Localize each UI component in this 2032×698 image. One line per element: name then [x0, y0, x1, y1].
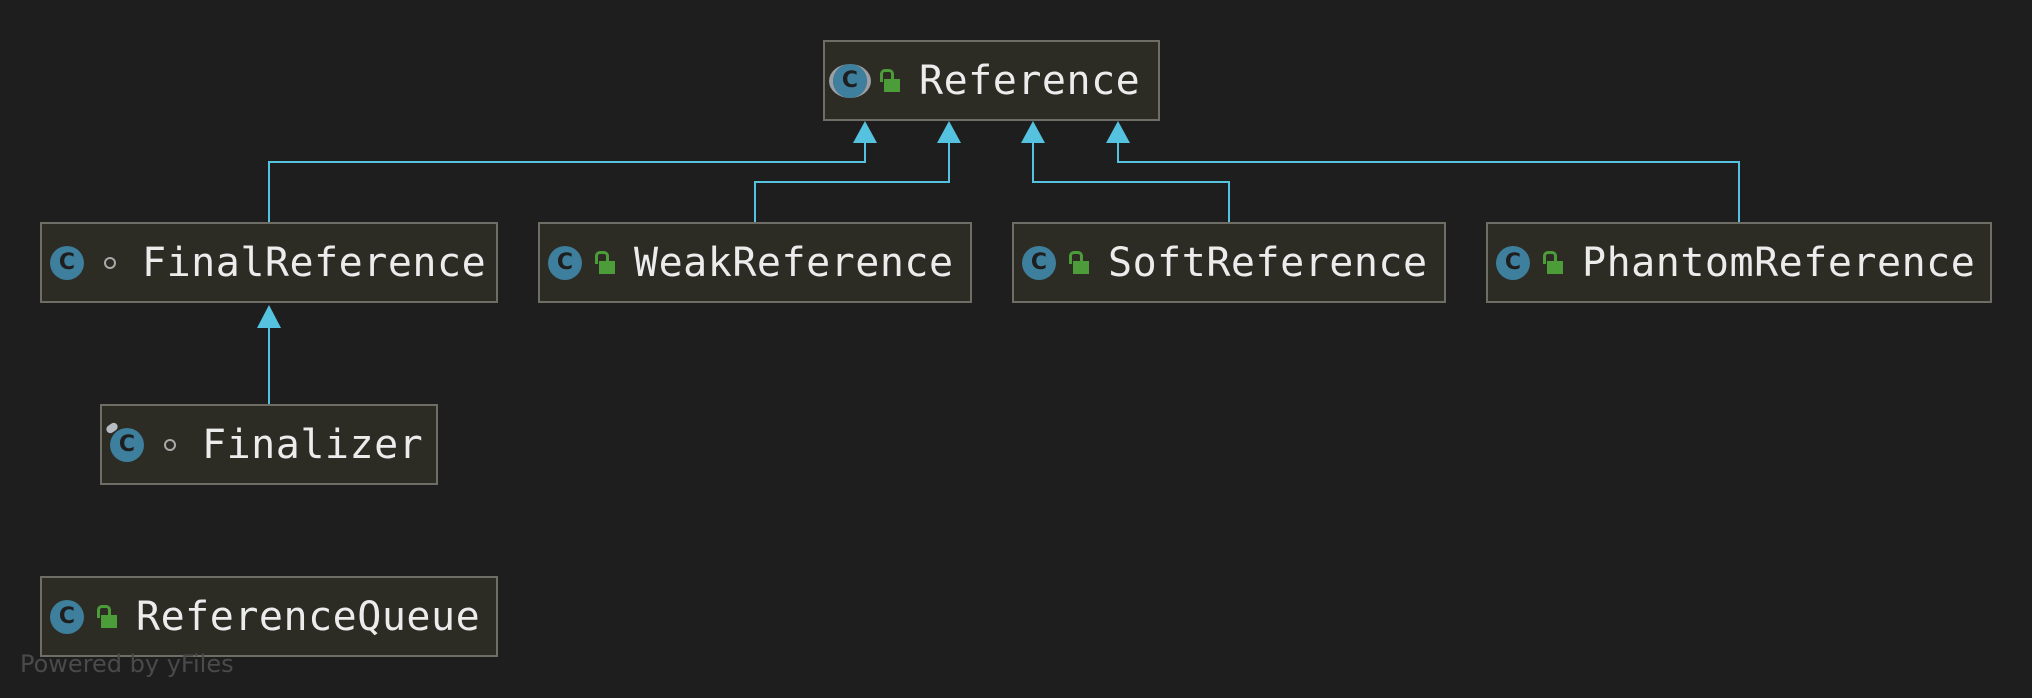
- final-class-icon: C: [110, 427, 144, 462]
- edge-softreference-reference: [1032, 142, 1230, 222]
- node-softreference[interactable]: C SoftReference: [1012, 222, 1446, 303]
- class-icon: C: [1022, 245, 1056, 280]
- node-label: ReferenceQueue: [136, 593, 481, 640]
- node-phantomreference[interactable]: C PhantomReference: [1486, 222, 1992, 303]
- arrowhead-weakreference: [937, 121, 961, 143]
- package-private-icon: [104, 256, 116, 269]
- node-weakreference[interactable]: C WeakReference: [538, 222, 972, 303]
- node-finalreference[interactable]: C FinalReference: [40, 222, 498, 303]
- watermark-text: Powered by yFiles: [20, 650, 234, 678]
- arrowhead-finalizer: [257, 305, 281, 328]
- public-lock-icon: [96, 604, 118, 629]
- node-label: Reference: [919, 57, 1141, 104]
- node-label: WeakReference: [634, 239, 954, 286]
- public-lock-icon: [879, 68, 901, 93]
- edge-weakreference-reference: [754, 142, 950, 222]
- public-lock-icon: [1068, 250, 1090, 275]
- node-label: FinalReference: [142, 239, 487, 286]
- node-label: Finalizer: [202, 421, 424, 468]
- class-icon: C: [548, 245, 582, 280]
- class-icon: C: [50, 599, 84, 634]
- public-lock-icon: [1542, 250, 1564, 275]
- abstract-class-icon: C: [829, 63, 871, 98]
- arrowhead-softreference: [1021, 121, 1045, 143]
- node-label: PhantomReference: [1582, 239, 1976, 286]
- edge-phantomreference-reference: [1117, 142, 1740, 222]
- node-label: SoftReference: [1108, 239, 1428, 286]
- class-icon: C: [50, 245, 84, 280]
- node-finalizer[interactable]: C Finalizer: [100, 404, 438, 485]
- node-reference[interactable]: C Reference: [823, 40, 1160, 121]
- class-icon: C: [1496, 245, 1530, 280]
- node-referencequeue[interactable]: C ReferenceQueue: [40, 576, 498, 657]
- arrowhead-phantomreference: [1106, 121, 1130, 143]
- edge-finalreference-reference: [268, 142, 866, 222]
- arrowhead-finalreference: [853, 121, 877, 143]
- public-lock-icon: [594, 250, 616, 275]
- package-private-icon: [164, 438, 176, 451]
